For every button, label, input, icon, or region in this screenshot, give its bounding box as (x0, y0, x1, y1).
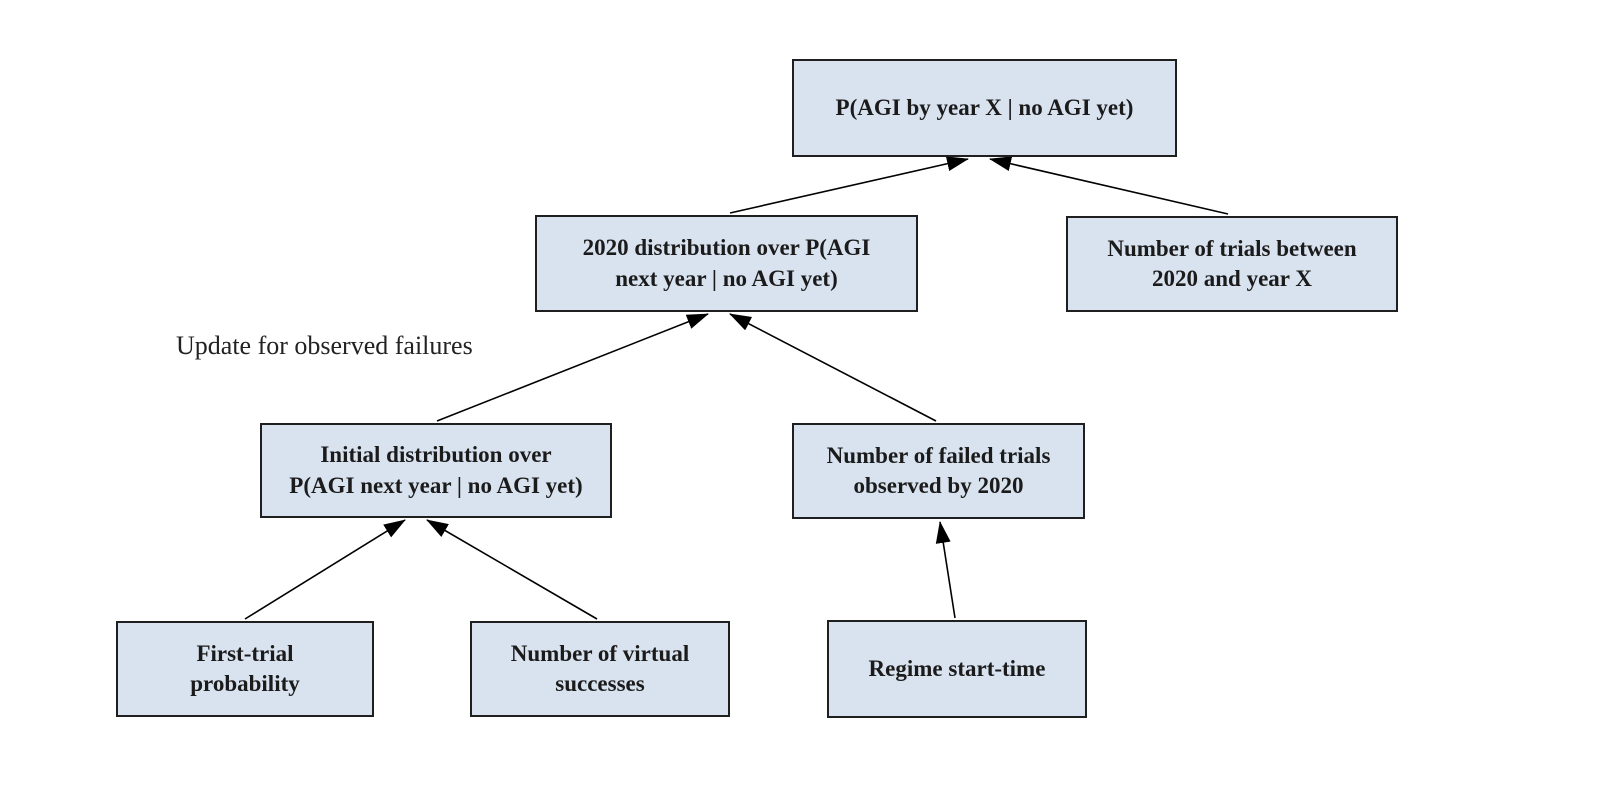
node-first-trial-probability: First-trial probability (116, 621, 374, 717)
node-regime-start-time: Regime start-time (827, 620, 1087, 718)
edge-failed-to-dist2020 (729, 313, 937, 422)
node-number-of-trials: Number of trials between 2020 and year X (1066, 216, 1398, 312)
node-initial-distribution: Initial distribution over P(AGI next yea… (260, 423, 612, 518)
node-label: 2020 distribution over P(AGI next year |… (582, 235, 871, 291)
node-label: Regime start-time (868, 655, 1046, 681)
edge-trials-to-top (989, 156, 1229, 215)
node-number-of-failed-trials: Number of failed trials observed by 2020 (792, 423, 1085, 519)
node-label: P(AGI by year X | no AGI yet) (835, 94, 1134, 120)
node-label: Number of virtual successes (510, 640, 690, 696)
edge-regime-to-failed (935, 521, 956, 619)
node-label: Number of trials between 2020 and year X (1107, 235, 1357, 291)
edge-initial-to-dist2020 (436, 313, 709, 422)
node-number-of-virtual-successes: Number of virtual successes (470, 621, 730, 717)
update-for-observed-failures-label: Update for observed failures (176, 331, 473, 360)
node-label: Initial distribution over P(AGI next yea… (289, 442, 583, 498)
edge-dist2020-to-top (729, 156, 969, 214)
node-p-agi-by-year-x: P(AGI by year X | no AGI yet) (792, 59, 1177, 157)
node-label: First-trial probability (190, 640, 300, 696)
node-label: Number of failed trials observed by 2020 (826, 442, 1051, 498)
node-2020-distribution: 2020 distribution over P(AGI next year |… (535, 215, 918, 312)
edge-virtual-to-initial (426, 519, 598, 620)
edge-first-to-initial (244, 519, 406, 620)
